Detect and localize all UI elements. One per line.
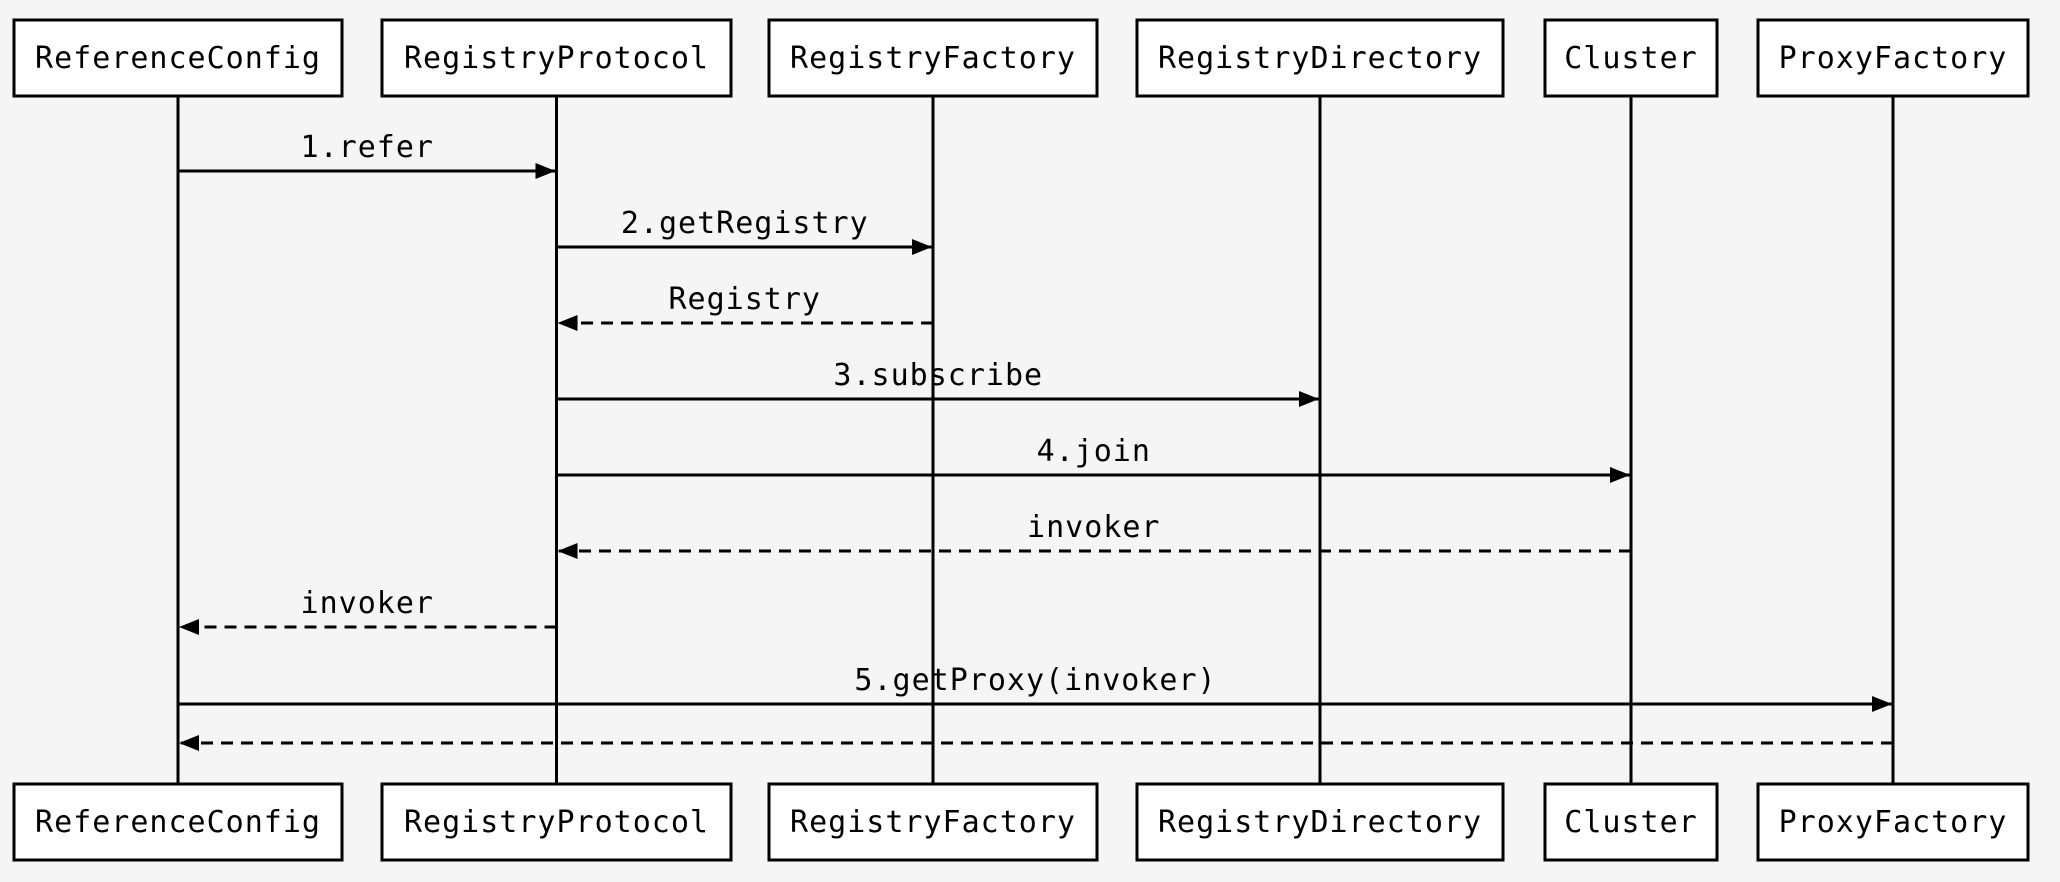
message-label: Registry	[669, 282, 822, 317]
message-label: invoker	[301, 586, 434, 621]
message-label: 2.getRegistry	[621, 206, 869, 241]
participant-label: RegistryProtocol	[404, 41, 709, 76]
participant-box-bottom-registrydirectory: RegistryDirectory	[1135, 782, 1505, 862]
participant-box-bottom-proxyfactory: ProxyFactory	[1756, 782, 2030, 862]
participant-label: ProxyFactory	[1779, 805, 2008, 840]
participant-box-top-cluster: Cluster	[1543, 18, 1719, 98]
participant-box-bottom-registryfactory: RegistryFactory	[767, 782, 1099, 862]
participant-label: ProxyFactory	[1779, 41, 2008, 76]
participant-box-bottom-cluster: Cluster	[1543, 782, 1719, 862]
participant-label: ReferenceConfig	[35, 41, 321, 76]
participant-label: Cluster	[1564, 805, 1697, 840]
message-label: 4.join	[1037, 434, 1151, 469]
participant-box-bottom-referenceconfig: ReferenceConfig	[12, 782, 344, 862]
participant-label: RegistryProtocol	[404, 805, 709, 840]
participant-label: RegistryDirectory	[1158, 41, 1482, 76]
participant-box-top-referenceconfig: ReferenceConfig	[12, 18, 344, 98]
participant-label: RegistryDirectory	[1158, 805, 1482, 840]
participant-label: RegistryFactory	[790, 41, 1076, 76]
participant-box-top-registryfactory: RegistryFactory	[767, 18, 1099, 98]
participant-box-bottom-registryprotocol: RegistryProtocol	[380, 782, 733, 862]
message-label: invoker	[1027, 510, 1160, 545]
participant-label: ReferenceConfig	[35, 805, 321, 840]
participant-label: Cluster	[1564, 41, 1697, 76]
message-label: 5.getProxy(invoker)	[854, 663, 1216, 698]
participant-box-top-proxyfactory: ProxyFactory	[1756, 18, 2030, 98]
participant-box-top-registryprotocol: RegistryProtocol	[380, 18, 733, 98]
participant-label: RegistryFactory	[790, 805, 1076, 840]
participant-box-top-registrydirectory: RegistryDirectory	[1135, 18, 1505, 98]
message-label: 1.refer	[301, 130, 434, 165]
message-label: 3.subscribe	[833, 358, 1043, 393]
